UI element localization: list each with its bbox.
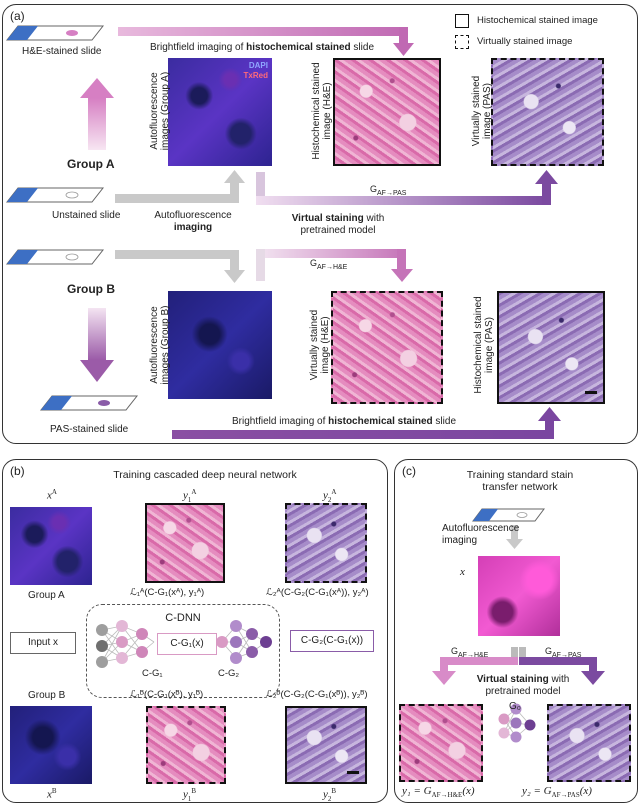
unstained-slide-label: Unstained slide [52, 210, 121, 221]
c-virtual-he-image [399, 704, 483, 782]
virtual-staining-label: Virtual staining with pretrained model [291, 213, 385, 236]
c-y2-equation: y₂ = GAF→PAS(x) [522, 785, 592, 800]
panel-c [394, 459, 638, 803]
cg1-label: C-G₁ [142, 668, 163, 679]
c-af-arrow [506, 525, 523, 549]
c-g0-network [498, 703, 536, 743]
virtual-pas-image [491, 58, 604, 166]
he-slide-label: H&E-stained slide [22, 46, 102, 57]
c-g0-label: G₀ [509, 701, 521, 712]
virtual-he-arrow [256, 249, 413, 282]
loss-1a: ℒ₁ᴬ(C-G₁(xᴬ), y₁ᴬ) [130, 587, 205, 598]
c-y1-equation: y₁ = GAF→H&E(x) [402, 785, 475, 800]
panel-a-label: (a) [10, 9, 25, 23]
panel-c-label: (c) [402, 464, 416, 478]
af-imaging-arrow-a [115, 170, 245, 203]
b-group-a-label: Group A [28, 590, 65, 601]
y2b-label: y2B [323, 787, 337, 803]
g-af-he-label: GAF→H&E [310, 258, 348, 271]
b-af-image-a [10, 507, 92, 585]
panel-a-arrows [5, 25, 561, 439]
legend-dashed-label: Virtually stained image [477, 36, 573, 47]
cdnn-label: C-DNN [165, 612, 201, 624]
virtual-he-image [331, 291, 443, 404]
histochemical-he-image [333, 58, 441, 166]
group-b-label: Group B [67, 282, 115, 296]
c-virtual-pas-image [547, 704, 631, 782]
c-g-pas-label: GAF→PAS [545, 646, 582, 659]
legend-dashed-box [455, 35, 469, 49]
c-af-image [478, 556, 560, 636]
cdnn-container [86, 604, 280, 698]
scale-bar-b [347, 771, 359, 774]
unstained-slide-icon-b [5, 249, 105, 265]
unstained-slide-icon [5, 187, 105, 203]
af-imaging-arrow-b [115, 250, 245, 283]
y1a-label: y1A [183, 488, 197, 504]
c-g-he-label: GAF→H&E [451, 646, 489, 659]
g-af-pas-label: GAF→PAS [370, 184, 407, 197]
af-image-group-a: DAPI TxRed [168, 58, 272, 166]
dapi-label: DAPI [248, 61, 268, 70]
group-b-down-arrow [80, 308, 114, 382]
c-unstained-slide-icon [472, 508, 545, 522]
loss-2b: ℒ₂ᴮ(C-G₂(C-G₁(xᴮ)), y₂ᴮ) [266, 689, 368, 700]
input-box: Input x [10, 632, 76, 654]
group-a-up-arrow [80, 78, 114, 150]
panel-c-graphics [432, 508, 605, 743]
legend-solid-box [455, 14, 469, 28]
pas-slide-icon [39, 395, 139, 411]
c-x-label: x [460, 566, 465, 578]
b-he-target-a [145, 503, 225, 583]
brightfield-top-label: Brightfield imaging of histochemical sta… [150, 42, 375, 53]
b-pas-target-b [285, 706, 367, 784]
scale-bar [585, 391, 597, 394]
he-slide-icon [5, 25, 105, 41]
x-a-label: xA [47, 488, 57, 502]
b-group-b-label: Group B [28, 690, 66, 701]
txred-label: TxRed [243, 71, 268, 80]
legend-solid-label: Histochemical stained image [477, 15, 598, 26]
cg2x-box: C-G₂(C-G₁(x)) [290, 630, 374, 652]
c-split-arrows [432, 647, 605, 685]
af-image-group-b [168, 291, 272, 399]
histochemical-pas-image [497, 291, 605, 404]
c-virtual-staining-label: Virtual staining with pretrained model [476, 674, 570, 697]
virtual-pas-arrow [256, 170, 558, 205]
loss-2a: ℒ₂ᴬ(C-G₂(C-G₁(xᴬ)), y₂ᴬ) [266, 587, 369, 598]
group-a-label: Group A [67, 157, 115, 171]
b-pas-target-a [285, 503, 367, 583]
cg2-label: C-G₂ [218, 668, 240, 679]
y2a-label: y2A [323, 488, 337, 504]
panel-a [2, 4, 638, 444]
panel-b-title: Training cascaded deep neural network [113, 469, 297, 481]
panel-b-label: (b) [10, 464, 25, 478]
x-b-label: xB [47, 787, 57, 801]
panel-b [2, 459, 388, 803]
b-af-image-b [10, 706, 92, 784]
cdnn-network [96, 620, 272, 668]
brightfield-bottom-arrow [172, 407, 561, 439]
loss-1b: ℒ₁ᴮ(C-G₁(xᴮ), y₁ᴮ) [130, 689, 204, 700]
pas-slide-label: PAS-stained slide [50, 424, 129, 435]
brightfield-top-arrow [118, 27, 414, 56]
brightfield-bottom-label: Brightfield imaging of histochemical sta… [232, 416, 457, 427]
y1b-label: y1B [183, 787, 197, 803]
b-he-target-b [146, 706, 226, 784]
